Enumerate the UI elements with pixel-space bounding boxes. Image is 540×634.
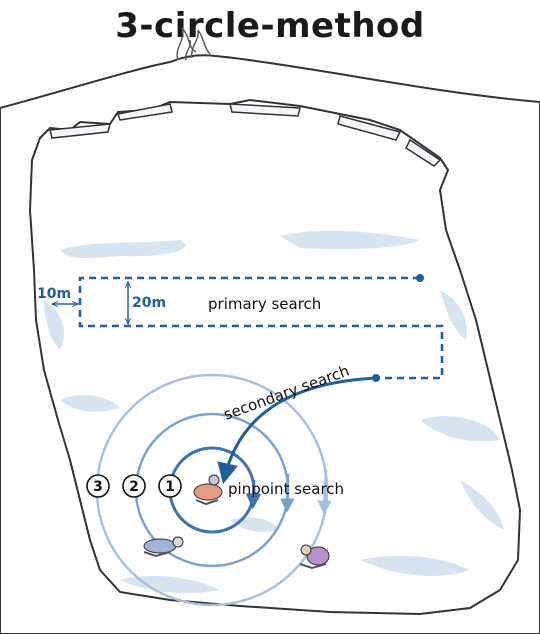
route-start-dot [416, 274, 424, 282]
searcher-figure-center [193, 474, 223, 506]
avalanche-deposit [28, 98, 522, 616]
label-20m: 20m [132, 295, 166, 311]
circle-3-arrow [317, 469, 332, 515]
badge-3: 3 [86, 474, 110, 498]
circle-1-arrow [245, 479, 262, 510]
label-primary-search: primary search [208, 295, 321, 313]
secondary-search-route [217, 376, 377, 485]
summit-snow-plume [176, 27, 211, 61]
circle-2-arrow [280, 473, 295, 513]
badge-2-number: 2 [129, 479, 139, 495]
label-10m: 10m [37, 286, 71, 302]
badge-1: 1 [158, 474, 182, 498]
snow-shading [44, 230, 504, 594]
primary-search-route [78, 276, 444, 380]
badge-2: 2 [122, 474, 146, 498]
label-pinpoint-search: pinpoint search [228, 480, 344, 498]
badge-1-number: 1 [165, 479, 175, 495]
fracture-blocks [49, 103, 442, 167]
badge-3-number: 3 [93, 479, 103, 495]
searcher-figure-right [299, 544, 330, 570]
searcher-figure-left [143, 536, 184, 558]
page-title: 3-circle-method [115, 6, 425, 46]
